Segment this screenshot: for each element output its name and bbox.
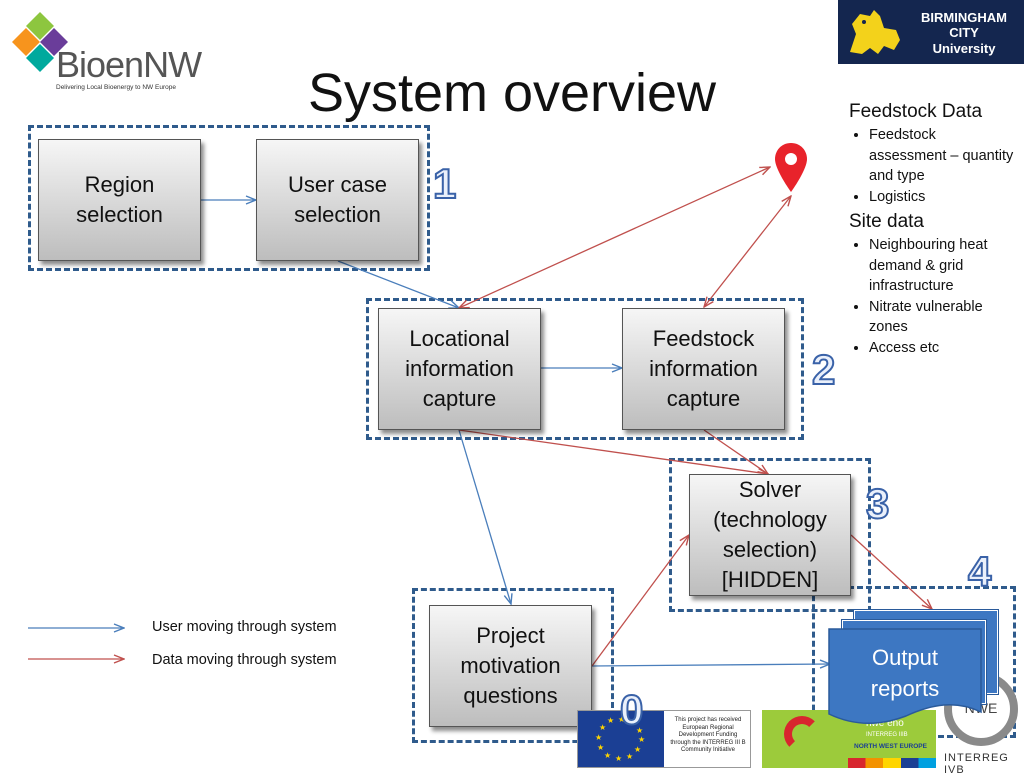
page-title: System overview xyxy=(307,63,717,123)
svg-text:★: ★ xyxy=(597,743,604,752)
nwe-line1: nwe eno xyxy=(866,718,904,729)
group-1-container xyxy=(28,125,430,271)
lion-icon xyxy=(850,10,900,54)
nwe-line2: INTERREG IIIB xyxy=(866,732,908,738)
arrow-map-locational xyxy=(459,167,770,308)
solver-box: Solver (technology selection) [HIDDEN] xyxy=(689,474,851,596)
eu-flag-icon: ★★★★ ★★★★ ★★★★ xyxy=(578,711,664,767)
svg-text:★: ★ xyxy=(638,735,645,744)
interreg-ivb-label: INTERREG IVB xyxy=(944,752,1009,776)
svg-text:★: ★ xyxy=(626,752,633,761)
region-selection-box: Region selection xyxy=(38,139,201,261)
nwe-color-strip xyxy=(848,758,936,768)
feedstock-data-item: Logistics xyxy=(869,187,1014,208)
map-pin-icon xyxy=(775,143,807,192)
output-reports-label: Output reports xyxy=(870,645,940,701)
bcu-line3: University xyxy=(932,41,996,56)
project-motivation-box: Project motivation questions xyxy=(429,605,592,727)
feedstock-information-box: Feedstock information capture xyxy=(622,308,785,430)
arrow-solver-to-output xyxy=(850,534,932,609)
arrow-feedstock-to-solver xyxy=(703,429,768,474)
user-case-selection-box: User case selection xyxy=(256,139,419,261)
bioennw-logo-name: BioenNW xyxy=(56,44,202,85)
feedstock-data-list: Feedstock assessment – quantity and type… xyxy=(849,125,1014,207)
bioennw-logo-tagline: Delivering Local Bioenergy to NW Europe xyxy=(56,84,176,91)
svg-text:★: ★ xyxy=(615,754,622,763)
arrow-map-feedstock xyxy=(704,196,791,307)
svg-text:★: ★ xyxy=(599,723,606,732)
site-data-item: Access etc xyxy=(869,338,1014,359)
legend-user-label: User moving through system xyxy=(152,619,337,635)
side-panel: Feedstock Data Feedstock assessment – qu… xyxy=(849,101,1014,362)
arrow-project-to-solver xyxy=(591,535,689,667)
locational-information-box: Locational information capture xyxy=(378,308,541,430)
group-3-container xyxy=(669,458,871,612)
step-number-4: 4 xyxy=(967,547,992,596)
arrow-project-to-output xyxy=(591,664,830,666)
site-data-item: Neighbouring heat demand & grid infrastr… xyxy=(869,235,1014,297)
arrow-usercase-to-locational xyxy=(337,260,459,308)
svg-text:★: ★ xyxy=(595,733,602,742)
svg-text:★: ★ xyxy=(604,751,611,760)
svg-text:★: ★ xyxy=(634,745,641,754)
step-number-2: 2 xyxy=(811,345,836,394)
arrow-locational-to-project xyxy=(458,429,511,604)
bioennw-logo: BioenNW Delivering Local Bioenergy to NW… xyxy=(8,8,213,98)
step-number-0: 0 xyxy=(619,685,644,734)
eu-funding-text: This project has received European Regio… xyxy=(670,717,746,753)
nwe-line3: NORTH WEST EUROPE xyxy=(854,743,927,750)
bcu-logo: BIRMINGHAM CITY University xyxy=(838,0,1024,64)
svg-text:★: ★ xyxy=(629,718,636,727)
site-data-list: Neighbouring heat demand & grid infrastr… xyxy=(849,235,1014,358)
feedstock-data-heading: Feedstock Data xyxy=(849,101,983,122)
svg-text:★: ★ xyxy=(636,726,643,735)
nwe-red-arc xyxy=(784,716,820,752)
bcu-line1: BIRMINGHAM xyxy=(921,10,1007,25)
svg-text:★: ★ xyxy=(618,715,625,724)
step-number-3: 3 xyxy=(865,479,890,528)
output-report-front xyxy=(828,628,982,724)
feedstock-data-item: Feedstock assessment – quantity and type xyxy=(869,125,1014,187)
site-data-item: Nitrate vulnerable zones xyxy=(869,297,1014,338)
site-data-heading: Site data xyxy=(849,211,924,232)
eu-funding-logo: ★★★★ ★★★★ ★★★★ This project has received… xyxy=(577,710,751,768)
bioennw-logo-mark xyxy=(12,12,68,72)
arrow-locational-to-solver xyxy=(458,429,768,474)
bcu-line2: CITY xyxy=(949,25,979,40)
svg-text:★: ★ xyxy=(607,716,614,725)
step-number-1: 1 xyxy=(432,159,457,208)
legend-data-label: Data moving through system xyxy=(152,652,337,668)
